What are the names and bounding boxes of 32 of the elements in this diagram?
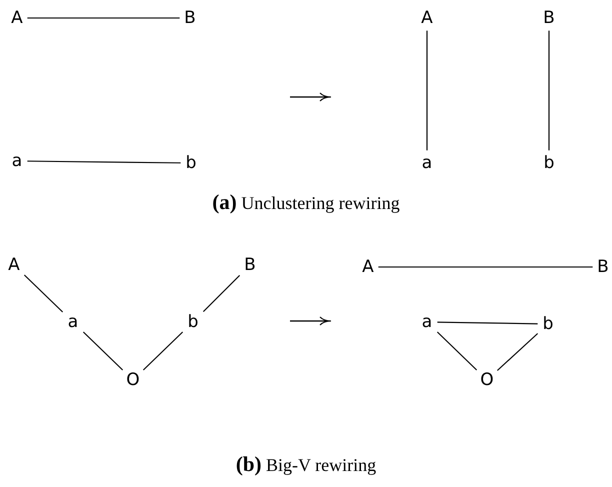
node-label: O xyxy=(478,369,496,391)
node-label: B xyxy=(594,256,612,278)
connector-line xyxy=(24,274,64,312)
figure-caption: (a) Unclustering rewiring xyxy=(211,190,401,215)
node-label: a xyxy=(64,311,82,333)
node-label: O xyxy=(124,369,142,391)
connector-line xyxy=(436,332,478,370)
connector-line xyxy=(27,160,181,164)
node-label: B xyxy=(540,7,558,29)
connector-line xyxy=(202,274,240,312)
node-label: B xyxy=(241,254,259,276)
connector-line xyxy=(548,30,550,150)
node-label: a xyxy=(418,311,436,333)
connector-line xyxy=(496,333,538,371)
connector-line xyxy=(27,17,180,19)
node-label: A xyxy=(5,254,23,276)
connector-line xyxy=(426,30,428,150)
node-label: A xyxy=(8,7,26,29)
node-label: b xyxy=(539,313,557,335)
node-label: b xyxy=(182,152,200,174)
node-label: b xyxy=(540,152,558,174)
figure-caption: (b) Big-V rewiring xyxy=(234,452,378,477)
node-label: A xyxy=(418,7,436,29)
connector-line xyxy=(378,266,593,268)
node-label: b xyxy=(184,311,202,333)
connector-line xyxy=(82,332,124,370)
node-label: a xyxy=(8,150,26,172)
connector-line xyxy=(437,322,538,324)
node-label: a xyxy=(418,152,436,174)
node-label: B xyxy=(181,7,199,29)
connector-line xyxy=(142,332,184,370)
node-label: A xyxy=(359,256,377,278)
